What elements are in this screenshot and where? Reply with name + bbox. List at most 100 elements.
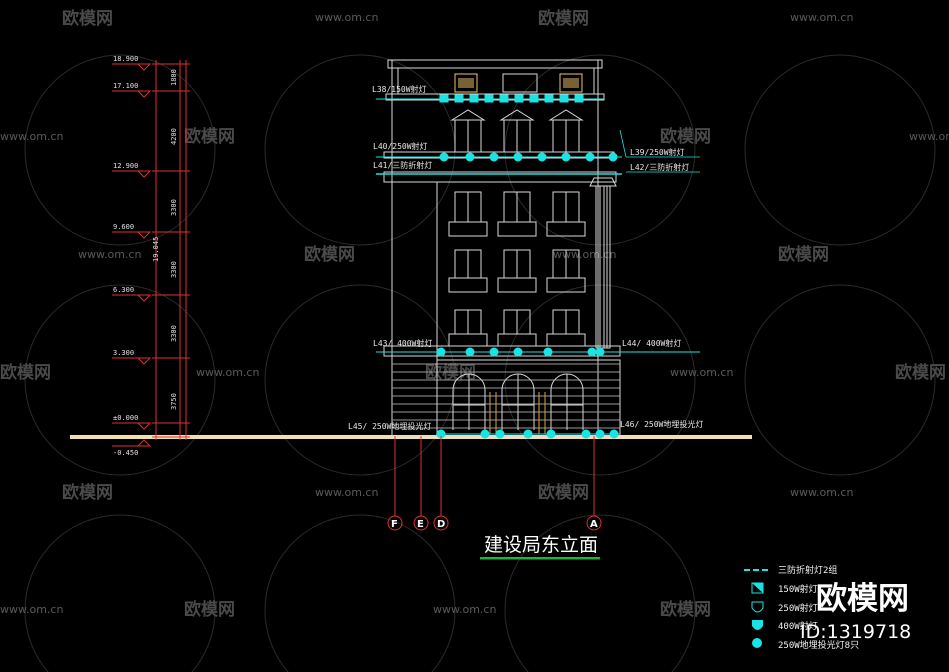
shield-icon	[752, 620, 763, 630]
brand-logo: 欧模网	[816, 581, 909, 617]
callout-l43: L43/ 400W射灯	[373, 338, 432, 348]
svg-text:三防折射灯2组: 三防折射灯2组	[778, 564, 837, 576]
level-marker: 6.300	[112, 286, 152, 302]
callout-l44: L44/ 400W射灯	[622, 338, 681, 348]
legend-item: 250W射灯	[751, 601, 818, 614]
watermark-logo: 欧模网	[660, 126, 711, 147]
watermark-site: www.om.cn	[909, 130, 949, 143]
grid-axes	[387, 436, 602, 531]
drawing-title-block: 建设局东立面	[480, 534, 600, 560]
watermark-site: www.om.cn	[790, 11, 853, 24]
callout-l39: L39/250W射灯	[630, 147, 685, 157]
level-markers: 18.900 17.100 12.900 9.600 6.300 3.300	[112, 55, 152, 457]
watermark-logo: 欧模网	[895, 362, 946, 383]
dimension-value: 1800	[170, 69, 178, 86]
ground-floodlights	[436, 429, 619, 439]
svg-text:250W地埋投光灯8只: 250W地埋投光灯8只	[778, 639, 859, 651]
level-marker: 3.300	[112, 349, 152, 365]
grid-label: E	[417, 519, 424, 530]
title-underline	[480, 557, 600, 560]
level-marker: 18.900	[112, 55, 152, 71]
watermark-site: www.om.cn	[790, 486, 853, 499]
dimension-texts: 1800 4200 3300 3300 3300 3750 19.045	[152, 69, 178, 410]
building-elevation	[383, 59, 621, 437]
level-label: ±0.000	[113, 414, 138, 422]
watermark-logo: 欧模网	[538, 8, 589, 29]
dimension-value: 3300	[170, 199, 178, 216]
total-height-dimension: 19.045	[152, 237, 160, 262]
level-marker: 9.600	[112, 223, 152, 239]
shield-icon	[751, 601, 764, 613]
watermark-logo: 欧模网	[62, 482, 113, 503]
watermark-site: www.om.cn	[0, 130, 63, 143]
watermark-site: www.om.cn	[315, 486, 378, 499]
callout-l46: L46/ 250W地埋投光灯	[620, 419, 703, 429]
level-marker: -0.450	[112, 439, 152, 457]
level-marker: 12.900	[112, 162, 152, 178]
watermark-site: www.om.cn	[315, 11, 378, 24]
callout-l40: L40/250W射灯	[373, 141, 428, 151]
watermark-text-layer: 欧模网 www.om.cn 欧模网 www.om.cn www.om.cn 欧模…	[0, 8, 949, 620]
grid-bubble	[387, 515, 403, 531]
callout-l38: L38/150W射灯	[372, 84, 427, 94]
watermark-logo: 欧模网	[62, 8, 113, 29]
grid-axis-labels: F E D A	[391, 519, 598, 530]
watermark-site: www.om.cn	[670, 366, 733, 379]
grid-label: F	[391, 519, 398, 530]
level-label: 6.300	[113, 286, 134, 294]
level-label: 18.900	[113, 55, 138, 63]
legend-item: 250W地埋投光灯8只	[752, 638, 859, 651]
level-label: -0.450	[113, 449, 138, 457]
brand-watermark: 欧模网 ID:1319718	[800, 581, 911, 643]
watermark-logo: 欧模网	[184, 599, 235, 620]
dimension-value: 4200	[170, 128, 178, 145]
level-marker: ±0.000	[112, 414, 152, 430]
level-label: 3.300	[113, 349, 134, 357]
watermark-site: www.om.cn	[433, 603, 496, 616]
watermark-site: www.om.cn	[553, 248, 616, 261]
level-marker: 17.100	[112, 82, 152, 98]
svg-text:250W射灯: 250W射灯	[778, 602, 818, 614]
brand-id: ID:1319718	[800, 621, 911, 643]
callout-l41: L41/三防折射灯	[373, 160, 432, 170]
mid-spotlights	[436, 347, 605, 357]
grid-bubble	[586, 515, 602, 531]
cornice-spotlights	[439, 152, 618, 162]
watermark-logo: 欧模网	[538, 482, 589, 503]
grid-label: D	[437, 519, 445, 530]
legend-item: 三防折射灯2组	[744, 564, 837, 576]
dimension-chain	[152, 60, 190, 440]
watermark-logo: 欧模网	[304, 244, 355, 265]
watermark-site: www.om.cn	[78, 248, 141, 261]
watermark-logo: 欧模网	[660, 599, 711, 620]
callout-l42: L42/三防折射灯	[630, 162, 689, 172]
dimension-value: 3300	[170, 325, 178, 342]
level-label: 17.100	[113, 82, 138, 90]
legend-item: 400W射灯	[752, 620, 818, 632]
watermark-logo: 欧模网	[0, 362, 51, 383]
legend: 三防折射灯2组 150W射灯 250W射灯 400W射灯 250W地埋投光灯8只	[744, 564, 859, 651]
callouts: L38/150W射灯 L40/250W射灯 L41/三防折射灯 L39/250W…	[348, 84, 703, 431]
watermark-layer	[24, 54, 936, 672]
svg-text:400W射灯: 400W射灯	[778, 620, 818, 632]
grid-bubble	[413, 515, 429, 531]
watermark-site: www.om.cn	[196, 366, 259, 379]
watermark-logo: 欧模网	[184, 126, 235, 147]
level-label: 12.900	[113, 162, 138, 170]
dimension-value: 3750	[170, 393, 178, 410]
level-label: 9.600	[113, 223, 134, 231]
roof-spotlights	[439, 94, 584, 103]
svg-text:150W射灯: 150W射灯	[778, 583, 818, 595]
grid-bubble	[433, 515, 449, 531]
legend-item: 150W射灯	[751, 582, 818, 595]
ground-line	[70, 435, 752, 439]
watermark-logo: 欧模网	[778, 244, 829, 265]
dimension-value: 3300	[170, 261, 178, 278]
callout-l45: L45/ 250W地埋投光灯	[348, 421, 431, 431]
dot-icon	[752, 638, 762, 648]
drawing-title: 建设局东立面	[484, 534, 598, 556]
lighting-fixtures	[376, 94, 700, 439]
watermark-site: www.om.cn	[0, 603, 63, 616]
grid-label: A	[590, 519, 598, 530]
